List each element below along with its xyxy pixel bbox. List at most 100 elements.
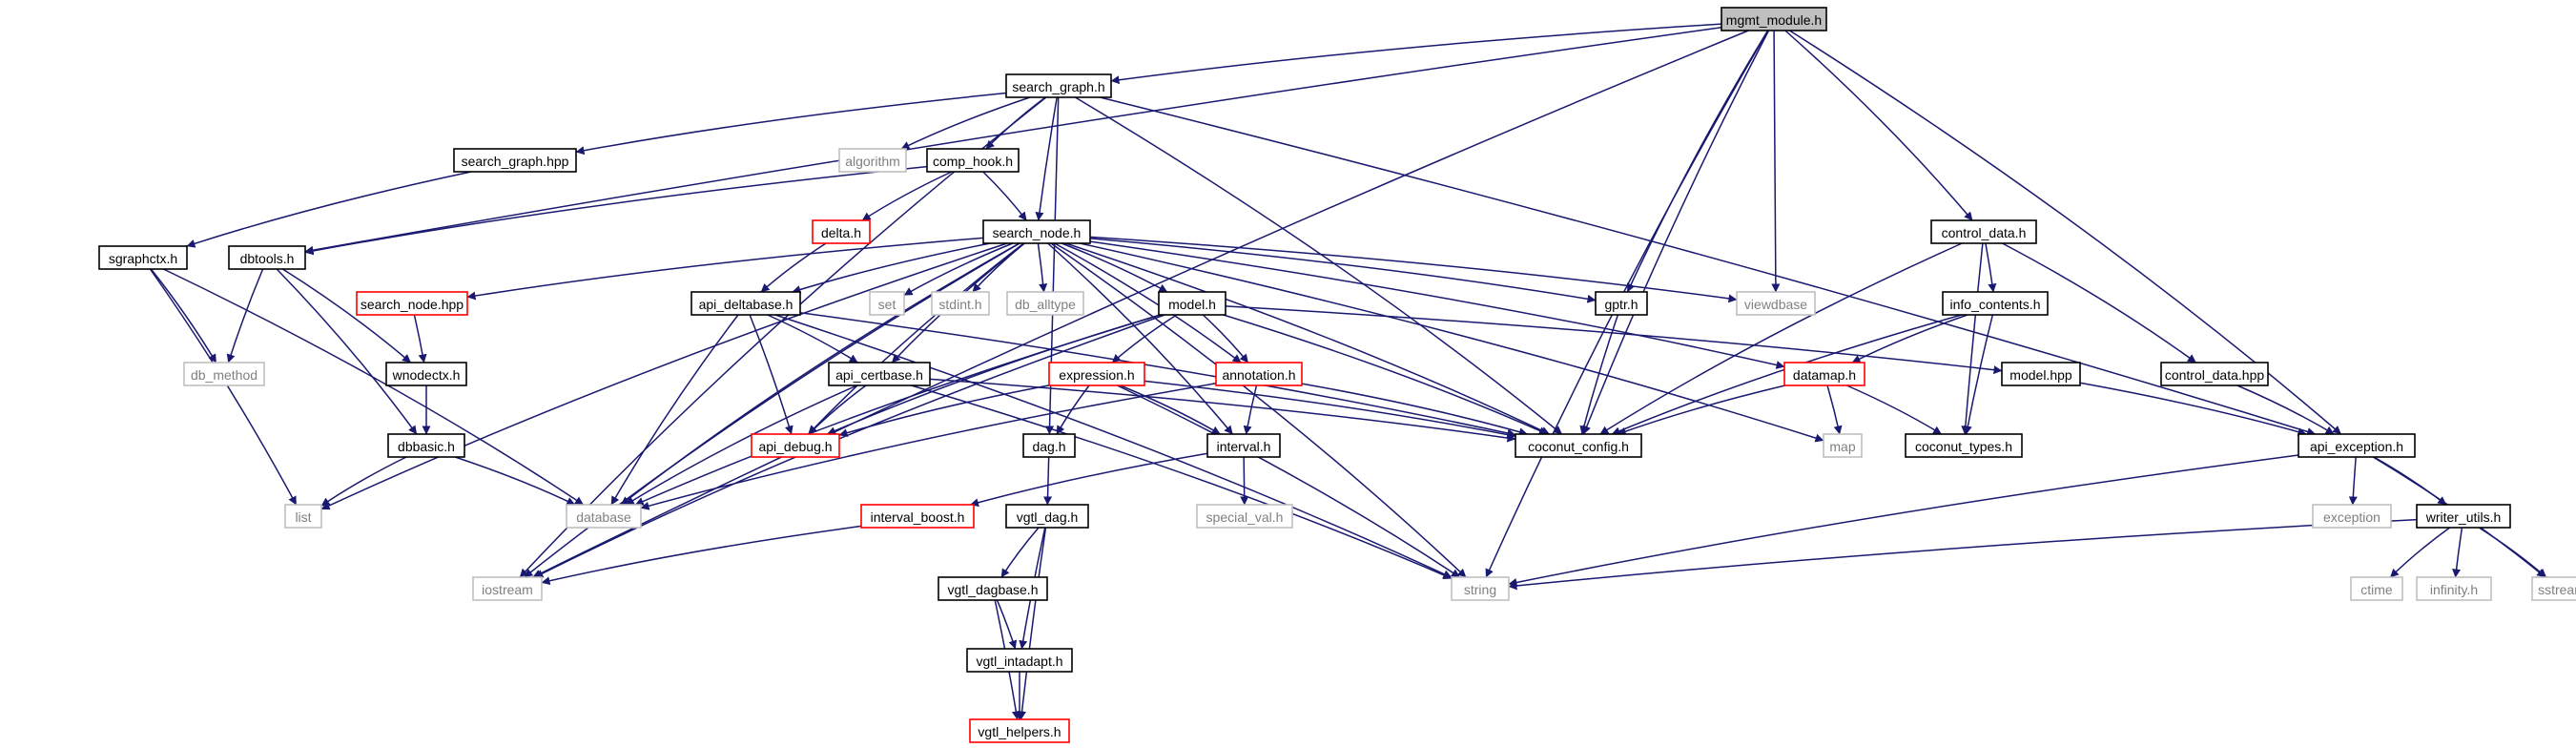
edge-mgmt_module-to-viewdbase (1771, 30, 1781, 293)
node-label: algorithm (845, 154, 900, 169)
edge-search_node-to-search_node_hpp (466, 237, 984, 301)
node-box (1005, 73, 1112, 98)
edge-api_deltabase-to-string (774, 314, 1453, 579)
edge-vgtl_dagbase-to-vgtl_intadapt (996, 599, 1018, 650)
node-model_hpp[interactable]: model.hpp (2001, 362, 2081, 386)
node-box (1005, 504, 1089, 529)
node-vgtl_helpers[interactable]: vgtl_helpers.h (969, 718, 1070, 743)
edge-api_certbase-to-api_debug (808, 384, 867, 435)
edge-expression-to-interval (1120, 384, 1221, 435)
node-api_certbase[interactable]: api_certbase.h (828, 362, 931, 386)
node-sstream: sstream (2531, 576, 2576, 601)
node-box (1158, 291, 1226, 316)
node-gptr[interactable]: gptr.h (1595, 291, 1648, 316)
edge-delta-to-api_deltabase (760, 242, 827, 293)
node-datamap[interactable]: datamap.h (1783, 362, 1865, 386)
node-search_node[interactable]: search_node.h (982, 219, 1091, 244)
node-label: search_node.h (993, 225, 1082, 240)
edge-mgmt_module-to-api_exception (1788, 30, 2342, 435)
node-label: dag.h (1032, 439, 1065, 454)
node-label: db_alltype (1015, 297, 1076, 312)
node-label: coconut_config.h (1528, 439, 1629, 454)
node-box (472, 576, 543, 601)
edge-writer_utils-to-infinity (2452, 527, 2463, 578)
node-label: sgraphctx.h (109, 251, 177, 266)
edge-dbbasic-to-database (454, 456, 576, 506)
node-delta[interactable]: delta.h (812, 219, 871, 244)
node-string: string (1451, 576, 1510, 601)
node-search_graph_hpp[interactable]: search_graph.hpp (453, 148, 577, 173)
node-api_deltabase[interactable]: api_deltabase.h (690, 291, 801, 316)
edge-search_node-to-api_debug (808, 242, 1024, 435)
edge-datamap-to-coconut_config (1617, 384, 1785, 436)
edge-search_node_hpp-to-wnodectx (413, 314, 427, 364)
node-interval_boost[interactable]: interval_boost.h (860, 504, 975, 529)
node-label: coconut_types.h (1915, 439, 2012, 454)
edge-sgraphctx-to-list (149, 268, 298, 506)
node-wnodectx[interactable]: wnodectx.h (385, 362, 467, 386)
node-interval[interactable]: interval.h (1206, 433, 1281, 458)
edge-dbtools-to-db_method (226, 268, 264, 364)
edge-mgmt_module-to-search_graph (1110, 23, 1722, 85)
edge-model_h-to-annotation (1202, 314, 1249, 364)
node-vgtl_intadapt[interactable]: vgtl_intadapt.h (966, 648, 1073, 673)
node-box (1206, 433, 1281, 458)
node-comp_hook[interactable]: comp_hook.h (926, 148, 1020, 173)
node-model_h[interactable]: model.h (1158, 291, 1226, 316)
node-box (1736, 291, 1816, 316)
node-annotation[interactable]: annotation.h (1215, 362, 1303, 386)
edge-sgraphctx-to-db_method (150, 268, 217, 364)
node-box (2001, 362, 2081, 386)
node-mgmt_module[interactable]: mgmt_module.h (1721, 7, 1827, 31)
node-box (860, 504, 975, 529)
edge-search_node-to-iostream (524, 242, 1020, 578)
node-box (2416, 576, 2492, 601)
edge-search_graph-to-dag (1045, 96, 1060, 435)
node-vgtl_dag[interactable]: vgtl_dag.h (1005, 504, 1089, 529)
edge-model_h-to-coconut_config (1223, 314, 1548, 435)
node-infinity: infinity.h (2416, 576, 2492, 601)
node-vgtl_dagbase[interactable]: vgtl_dagbase.h (938, 576, 1048, 601)
node-coconut_types[interactable]: coconut_types.h (1905, 433, 2023, 458)
edge-info_contents-to-coconut_types (1963, 314, 1994, 435)
node-label: api_exception.h (2310, 439, 2403, 454)
node-box (828, 362, 931, 386)
edge-search_node-to-annotation (1054, 242, 1242, 364)
node-box (1515, 433, 1642, 458)
edge-expression-to-api_debug (838, 384, 1050, 437)
node-dbbasic[interactable]: dbbasic.h (387, 433, 465, 458)
edge-control_data-to-info_contents (1985, 242, 1997, 293)
node-label: gptr.h (1604, 297, 1638, 312)
node-control_data_hpp[interactable]: control_data.hpp (2160, 362, 2269, 386)
node-info_contents[interactable]: info_contents.h (1942, 291, 2049, 316)
node-search_node_hpp[interactable]: search_node.hpp (356, 291, 468, 316)
edge-model_hpp-to-api_exception (2079, 382, 2307, 436)
edge-api_deltabase-to-database (610, 314, 739, 506)
node-expression[interactable]: expression.h (1048, 362, 1145, 386)
edge-dag-to-vgtl_dag (1043, 456, 1053, 506)
edge-model_h-to-database (634, 314, 1162, 506)
node-special_val: special_val.h (1196, 504, 1293, 529)
node-dag[interactable]: dag.h (1022, 433, 1076, 458)
node-sgraphctx[interactable]: sgraphctx.h (98, 245, 188, 270)
edge-api_deltabase-to-api_certbase (767, 314, 858, 364)
node-dbtools[interactable]: dbtools.h (228, 245, 306, 270)
node-api_exception[interactable]: api_exception.h (2298, 433, 2416, 458)
edge-info_contents-to-coconut_config (1611, 314, 1963, 435)
edge-search_node-to-set (903, 242, 1014, 297)
node-box (690, 291, 801, 316)
node-control_data[interactable]: control_data.h (1930, 219, 2037, 244)
node-search_graph[interactable]: search_graph.h (1005, 73, 1112, 98)
node-coconut_config[interactable]: coconut_config.h (1515, 433, 1642, 458)
edge-interval_boost-to-iostream (541, 525, 862, 586)
edge-search_node-to-viewdbase (1089, 236, 1738, 303)
node-label: annotation.h (1222, 367, 1295, 383)
node-writer_utils[interactable]: writer_utils.h (2416, 504, 2511, 529)
edge-expression-to-coconut_config (1144, 380, 1516, 439)
node-label: string (1464, 582, 1496, 597)
node-label: map (1829, 439, 1855, 454)
node-box (1930, 219, 2037, 244)
node-box (838, 148, 907, 173)
node-api_debug[interactable]: api_debug.h (751, 433, 840, 458)
